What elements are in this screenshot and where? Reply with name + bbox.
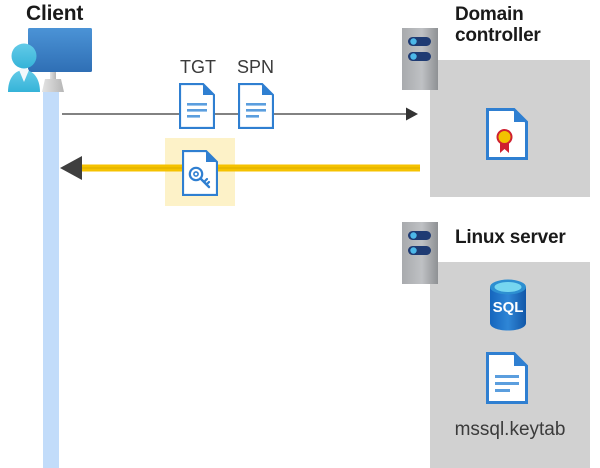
server-rack-icon-linux <box>402 222 438 284</box>
keytab-filename-label: mssql.keytab <box>454 419 566 440</box>
svg-text:SQL: SQL <box>493 299 524 316</box>
document-icon-tgt <box>178 82 216 130</box>
server-rack-icon-dc <box>402 28 438 90</box>
certificate-document-icon <box>486 108 528 160</box>
domain-controller-title-line2: controller <box>455 25 541 47</box>
domain-controller-title: Domain controller <box>455 4 595 47</box>
document-icon-spn <box>237 82 275 130</box>
sql-database-icon: SQL <box>485 278 531 332</box>
linux-server-title: Linux server <box>455 227 566 248</box>
request-arrow <box>62 104 418 124</box>
spn-label: SPN <box>237 57 275 77</box>
tgt-label: TGT <box>180 57 216 77</box>
response-arrow <box>58 152 420 184</box>
user-with-monitor-icon <box>6 24 98 96</box>
document-icon-keytab <box>486 352 528 404</box>
domain-controller-title-line1: Domain <box>455 4 524 25</box>
client-lifeline <box>43 92 59 468</box>
client-title: Client <box>26 2 84 25</box>
document-with-key-icon <box>181 149 219 197</box>
